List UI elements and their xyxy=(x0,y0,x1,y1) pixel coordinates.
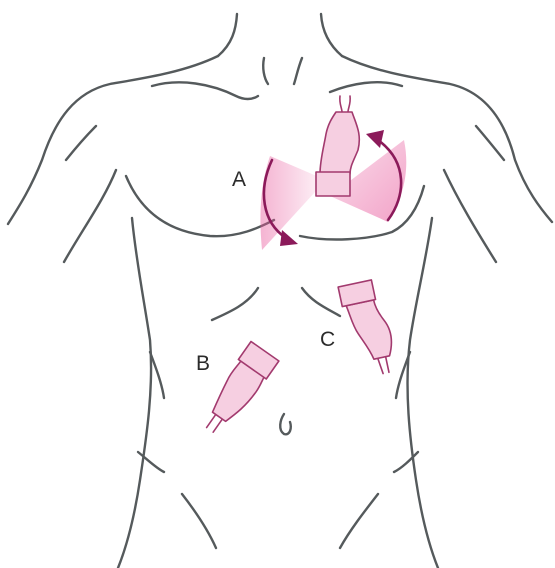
shoulder-left xyxy=(8,56,218,224)
sternal-notch-left xyxy=(263,58,268,84)
clavicle-right xyxy=(330,82,402,92)
inguinal-right xyxy=(340,494,378,548)
deltoid-left xyxy=(66,126,96,160)
arm-right-inner xyxy=(444,170,496,262)
torso-side-left xyxy=(118,218,151,568)
ultrasound-probe-icon-c xyxy=(338,278,398,379)
label-a: A xyxy=(232,168,246,191)
torso-side-right xyxy=(408,218,438,568)
neck-left xyxy=(218,14,237,56)
rib-arc-left xyxy=(212,288,258,320)
sweep-sector-left xyxy=(260,156,326,250)
inguinal-left xyxy=(182,494,216,548)
pectoral-left xyxy=(126,176,274,236)
label-c: C xyxy=(320,328,335,351)
deltoid-right xyxy=(476,126,504,160)
rotation-arrow-head-left xyxy=(280,230,298,246)
clavicle-left xyxy=(152,82,258,99)
rotation-arrow-head-right xyxy=(366,130,384,148)
torso-outline-icon xyxy=(8,14,552,568)
label-b: B xyxy=(196,352,210,375)
navel xyxy=(280,414,291,434)
arm-left-inner xyxy=(64,170,116,262)
sternal-notch-right xyxy=(294,58,302,84)
neck-right xyxy=(321,14,342,56)
rib-arc-right xyxy=(302,288,340,316)
